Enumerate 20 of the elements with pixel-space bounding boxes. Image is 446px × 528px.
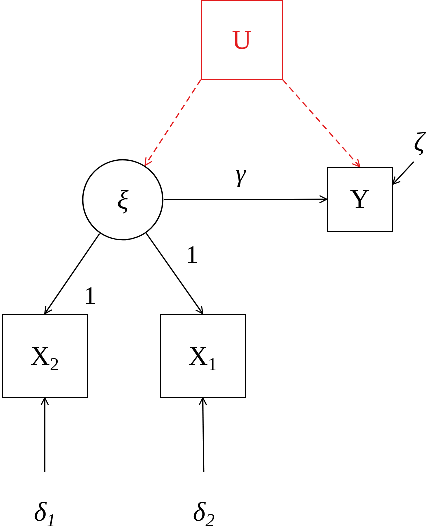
- variable-box: [327, 167, 393, 232]
- arrow: [282, 80, 361, 168]
- variable-box: [160, 314, 246, 398]
- variable-label: X$_{1}$: [188, 342, 218, 370]
- symbol-label: δ$_{2}$: [193, 499, 215, 526]
- arrow: [44, 234, 100, 315]
- symbol-label: δ$_{1}$: [34, 499, 56, 526]
- variable-box: [2, 314, 88, 398]
- variable-label: X$_{2}$: [30, 342, 60, 370]
- variable-label: U: [232, 26, 252, 54]
- symbol-label: ζ: [414, 128, 425, 156]
- variable-box: [201, 0, 283, 80]
- arrow: [144, 80, 202, 166]
- arrow: [40, 397, 50, 472]
- variable-label: Y: [350, 186, 370, 213]
- variable-label: ξ: [117, 186, 129, 214]
- arrow: [164, 195, 328, 204]
- arrow: [146, 233, 204, 315]
- arrow: [198, 397, 208, 472]
- arrow: [392, 162, 414, 186]
